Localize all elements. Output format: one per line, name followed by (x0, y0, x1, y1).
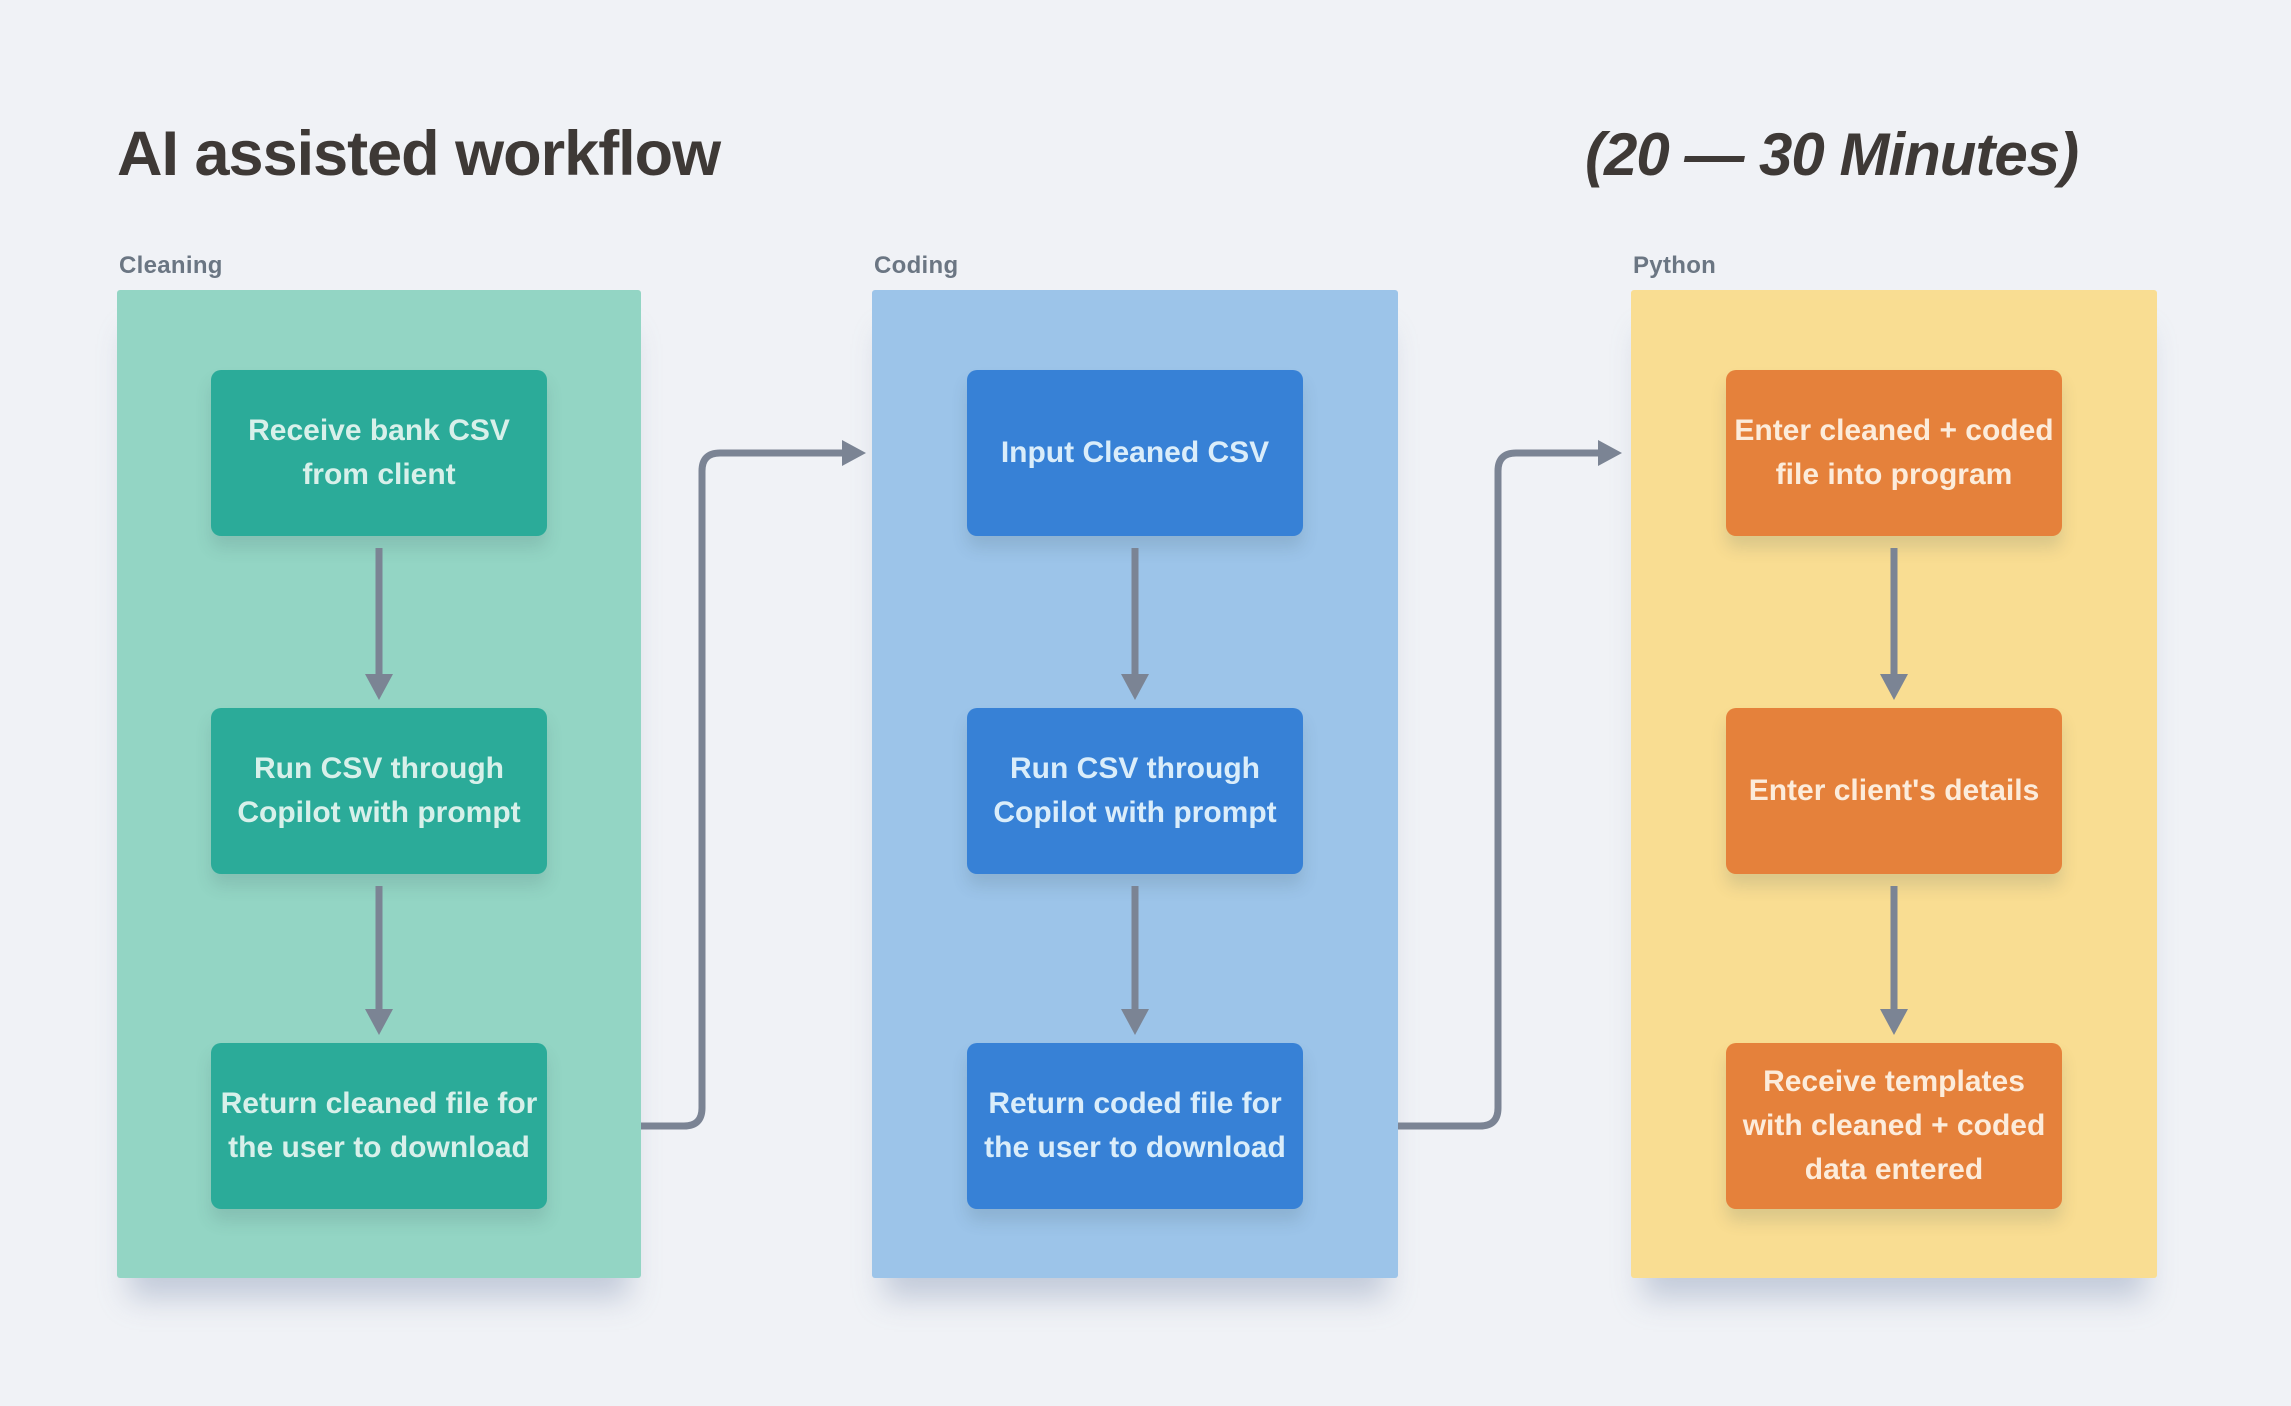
step-return-cleaned-file: Return cleaned file for the user to down… (211, 1043, 547, 1209)
column-cleaning: Cleaning Receive bank CSV from client Ru… (117, 252, 641, 1278)
step-receive-bank-csv: Receive bank CSV from client (211, 370, 547, 536)
step-run-csv-copilot-cleaning: Run CSV through Copilot with prompt (211, 708, 547, 874)
column-python-label: Python (1633, 252, 1717, 279)
step-return-coded-file: Return coded file for the user to downlo… (967, 1043, 1303, 1209)
step-run-csv-copilot-coding: Run CSV through Copilot with prompt (967, 708, 1303, 874)
column-coding: Coding Input Cleaned CSV Run CSV through… (872, 252, 1398, 1278)
step-enter-client-details: Enter client's details (1726, 708, 2062, 874)
step-receive-templates: Receive templates with cleaned + coded d… (1726, 1043, 2062, 1209)
column-python: Python Enter cleaned + coded file into p… (1631, 252, 2157, 1278)
step-input-cleaned-csv: Input Cleaned CSV (967, 370, 1303, 536)
duration-label: (20 — 30 Minutes) (1585, 121, 2079, 188)
column-coding-label: Coding (874, 252, 959, 279)
arrowhead-right-icon (842, 440, 866, 466)
arrowhead-right-icon (1598, 440, 1622, 466)
connector-coding-to-python (1398, 440, 1622, 1130)
page-title: AI assisted workflow (117, 119, 721, 189)
connector-cleaning-to-coding (641, 440, 866, 1130)
column-cleaning-label: Cleaning (119, 252, 223, 279)
step-enter-file-into-program: Enter cleaned + coded file into program (1726, 370, 2062, 536)
